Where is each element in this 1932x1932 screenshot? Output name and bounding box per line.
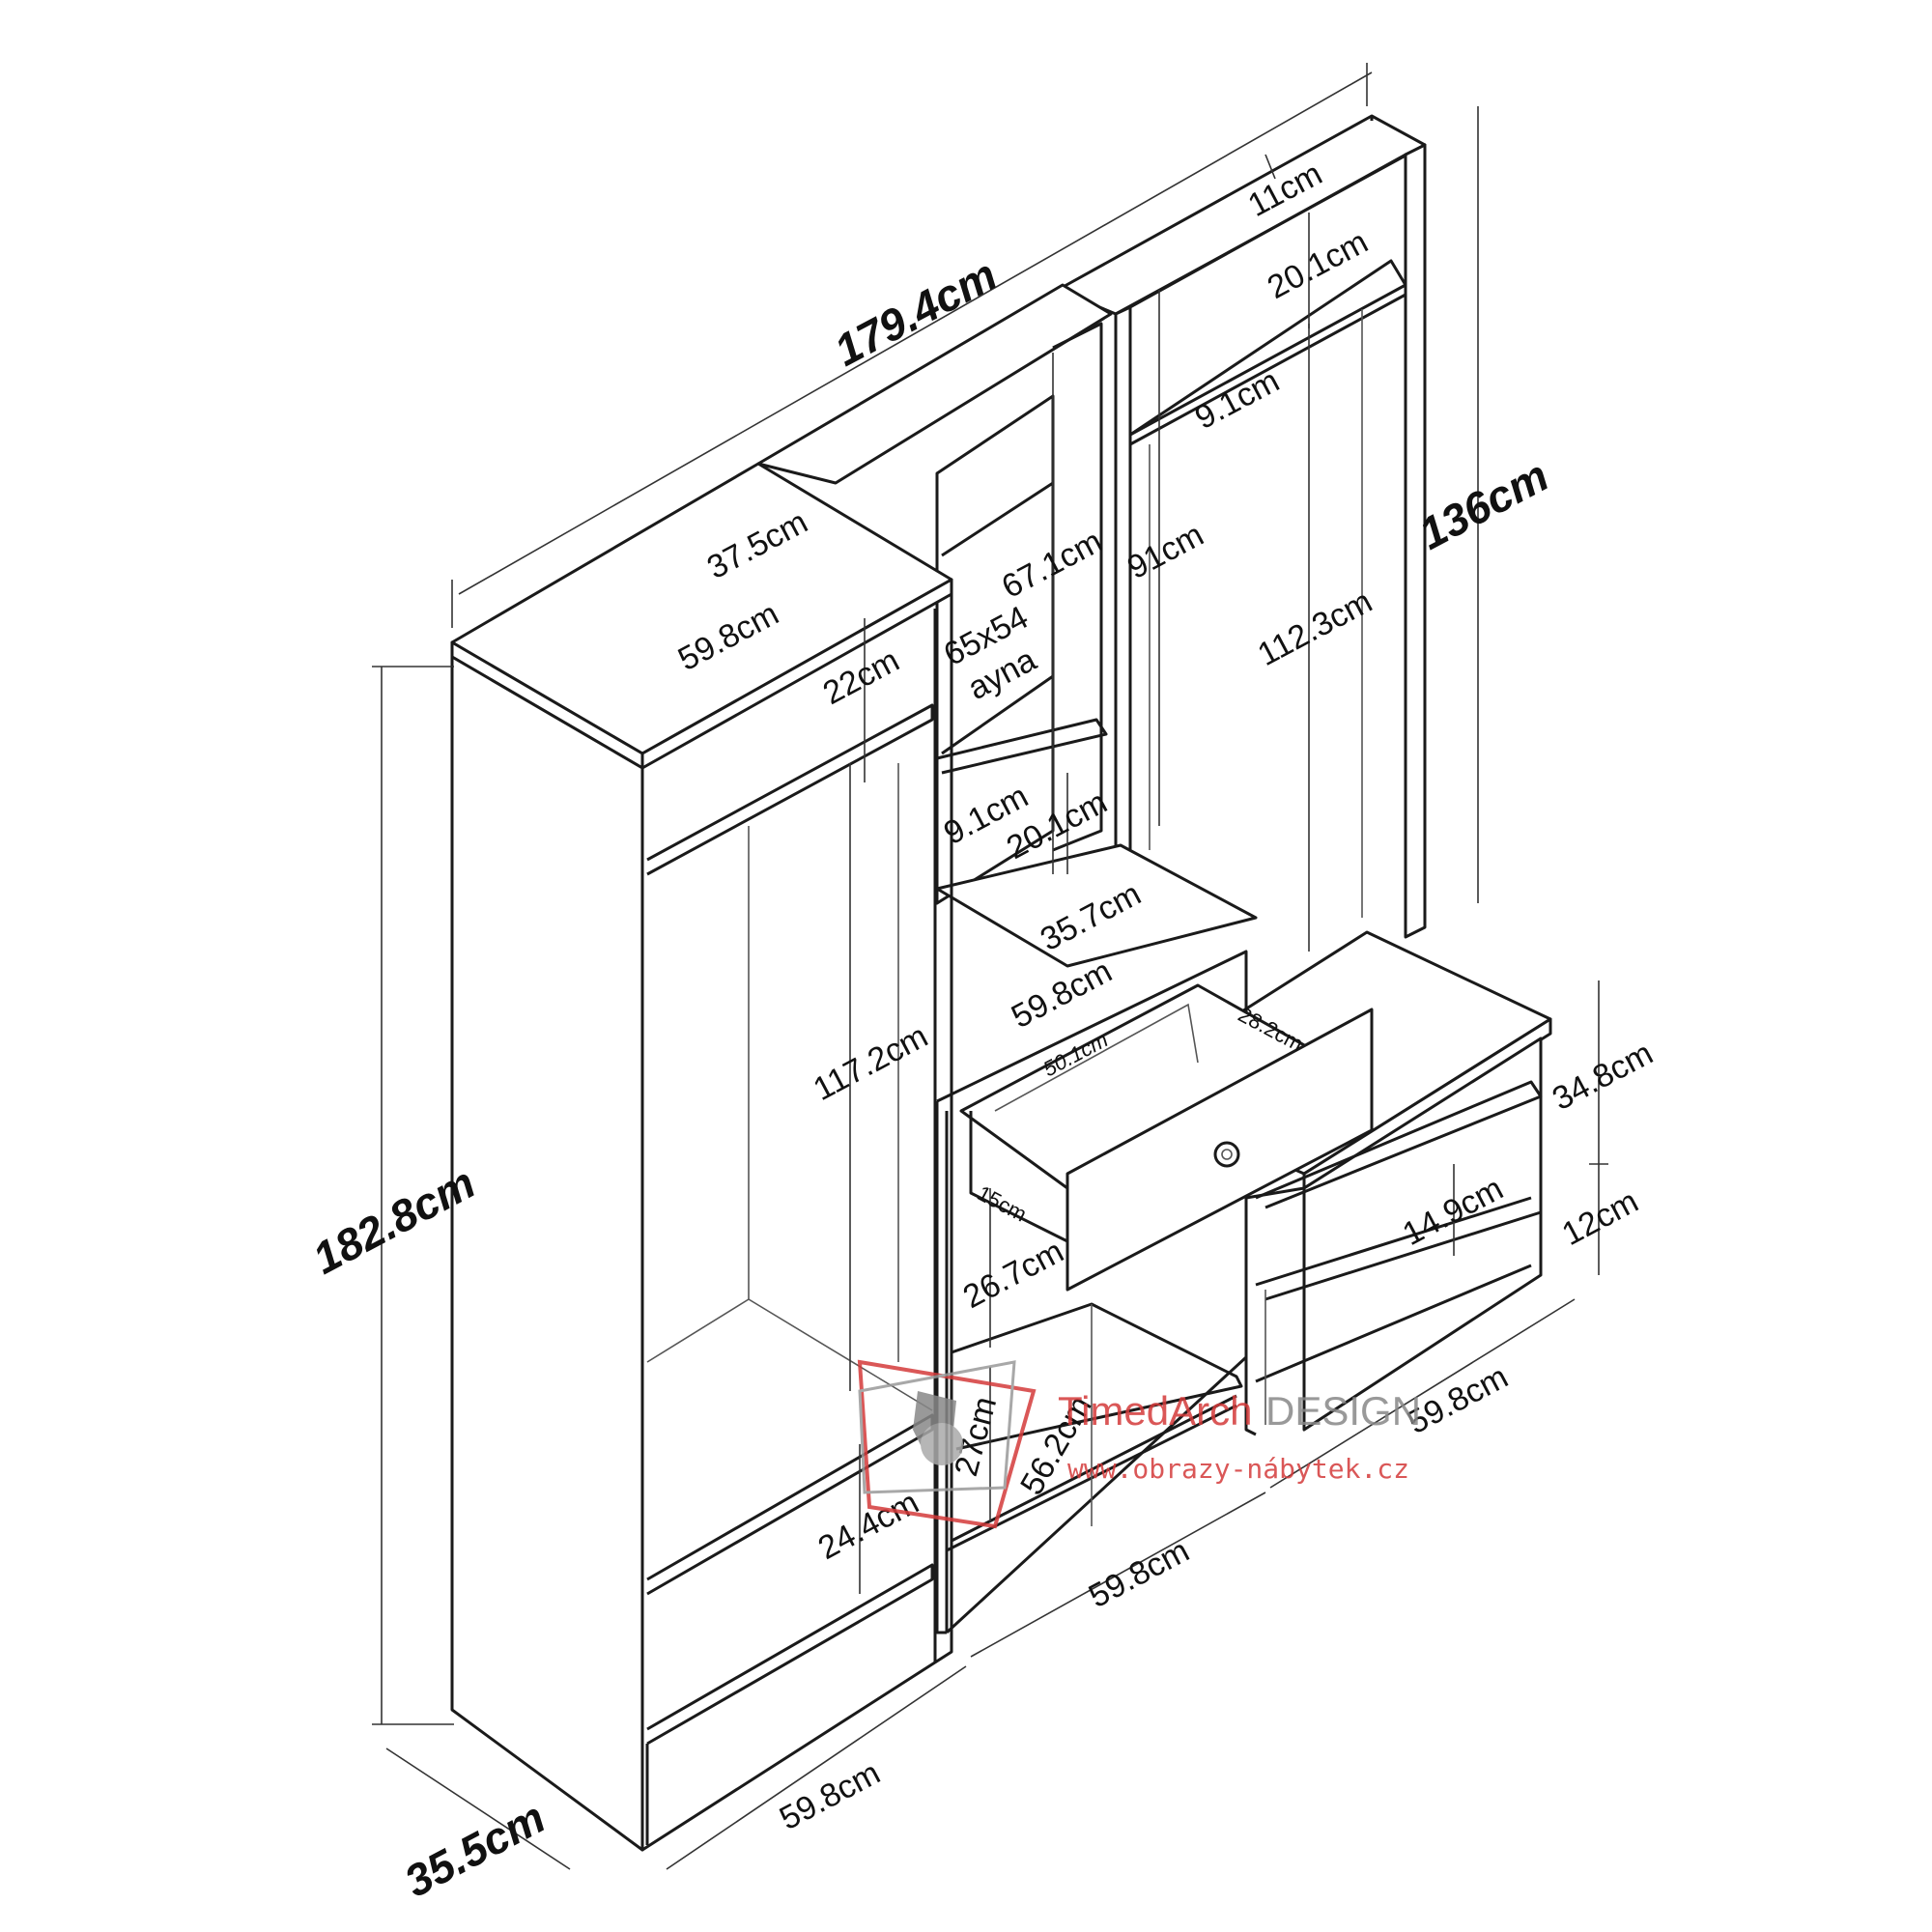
drawer-front bbox=[1065, 1008, 1374, 1292]
left-upper-shelf bbox=[646, 703, 934, 876]
watermark-url: www.obrazy-nábytek.cz bbox=[1067, 1453, 1409, 1485]
right-frame-right-post bbox=[1404, 143, 1427, 939]
dimension-lines bbox=[372, 63, 1608, 1870]
mid-top-shelf bbox=[935, 843, 1258, 968]
watermark-brand-grey: DESIGN bbox=[1265, 1388, 1421, 1434]
label-drawer-height: 15cm bbox=[974, 1180, 1031, 1226]
label-left-width-bottom: 59.8cm bbox=[774, 1754, 886, 1837]
right-frame-top bbox=[1056, 114, 1427, 316]
label-mid-width-bottom: 59.8cm bbox=[1083, 1532, 1195, 1615]
label-mid-open-height: 26.7cm bbox=[957, 1233, 1069, 1316]
left-unit bbox=[450, 462, 953, 1852]
bench-shelf bbox=[1255, 1080, 1543, 1209]
label-left-inner-height: 117.2cm bbox=[808, 1017, 934, 1108]
right-frame-left-post bbox=[1114, 305, 1132, 867]
label-right-depth-a: 9.1cm bbox=[1189, 362, 1286, 437]
label-bench-height: 34.8cm bbox=[1547, 1035, 1659, 1118]
label-right-top-shelf: 20.1cm bbox=[1262, 223, 1374, 306]
mid-lower-shelf bbox=[951, 1302, 1243, 1451]
middle-unit bbox=[756, 283, 1374, 1634]
label-right-height: 136cm bbox=[1410, 450, 1556, 559]
left-base bbox=[646, 1563, 934, 1746]
label-right-panel-height: 91cm bbox=[1122, 516, 1209, 586]
label-depth: 35.5cm bbox=[396, 1792, 553, 1907]
mirror-shelf bbox=[936, 718, 1108, 775]
label-right-inner-height: 112.3cm bbox=[1252, 582, 1378, 673]
drawer-knob bbox=[1213, 1141, 1240, 1168]
bench-body bbox=[1302, 1037, 1543, 1432]
watermark: TimedArch DESIGN www.obrazy-nábytek.cz bbox=[857, 1359, 1421, 1529]
left-side-panel bbox=[450, 655, 644, 1852]
watermark-logo bbox=[857, 1359, 1037, 1529]
watermark-brand-red: TimedArch bbox=[1058, 1388, 1253, 1434]
label-bench-base: 12cm bbox=[1556, 1182, 1644, 1253]
mirror-panel-top bbox=[756, 283, 1113, 485]
right-rail-shelf bbox=[1129, 283, 1407, 446]
